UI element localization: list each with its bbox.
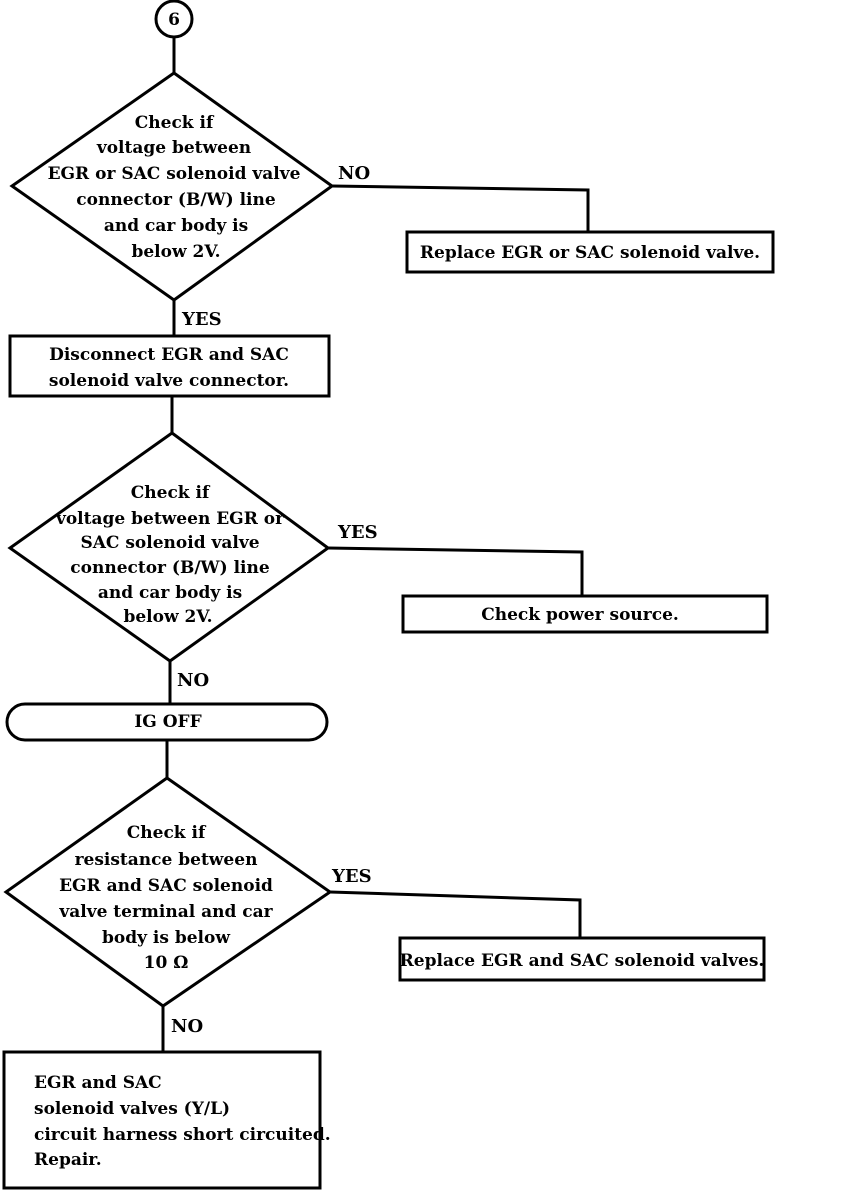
decision-3-line: body is below bbox=[102, 928, 230, 948]
action-check-power-source: Check power source. bbox=[401, 594, 769, 634]
decision-1-line: below 2V. bbox=[131, 242, 220, 262]
action-repair-line: circuit harness short circuited. bbox=[34, 1125, 331, 1145]
decision-3-line: valve terminal and car bbox=[58, 902, 273, 922]
start-node: 6 bbox=[154, 0, 194, 39]
step-ig-off: IG OFF bbox=[5, 702, 329, 742]
step-ig-off-text: IG OFF bbox=[134, 712, 201, 732]
decision-1-line: Check if bbox=[135, 113, 215, 133]
action-disconnect-line: Disconnect EGR and SAC bbox=[49, 345, 289, 365]
decision-1-line: voltage between bbox=[96, 138, 251, 158]
action-disconnect: Disconnect EGR and SAC solenoid valve co… bbox=[8, 334, 331, 398]
decision-3-line: 10 Ω bbox=[144, 953, 189, 973]
decision-2-line: voltage between EGR or bbox=[55, 509, 285, 529]
connector-decision3-yes bbox=[329, 890, 582, 938]
action-repair-line: EGR and SAC bbox=[34, 1073, 162, 1093]
decision-3: Check if resistance between EGR and SAC … bbox=[3, 776, 333, 1008]
action-repair-line: solenoid valves (Y/L) bbox=[34, 1099, 230, 1119]
decision-2-line: connector (B/W) line bbox=[70, 558, 270, 578]
decision-3-yes-label: YES bbox=[331, 866, 372, 887]
action-replace-egr-and-sac-text: Replace EGR and SAC solenoid valves. bbox=[400, 951, 765, 971]
connector-decision1-no bbox=[331, 184, 590, 232]
decision-3-line: resistance between bbox=[75, 850, 258, 870]
action-repair-line: Repair. bbox=[34, 1150, 102, 1170]
decision-1-line: EGR or SAC solenoid valve bbox=[48, 164, 301, 184]
decision-1-no-label: NO bbox=[338, 163, 370, 184]
action-check-power-source-text: Check power source. bbox=[481, 605, 679, 625]
decision-2-line: below 2V. bbox=[123, 607, 212, 627]
decision-2-line: Check if bbox=[131, 483, 211, 503]
connector-decision2-yes bbox=[327, 546, 584, 596]
action-replace-egr-or-sac-text: Replace EGR or SAC solenoid valve. bbox=[420, 243, 760, 263]
decision-2-line: SAC solenoid valve bbox=[80, 533, 259, 553]
start-node-label: 6 bbox=[168, 10, 180, 30]
decision-3-line: Check if bbox=[127, 823, 207, 843]
decision-1-line: and car body is bbox=[104, 216, 248, 236]
action-replace-egr-and-sac: Replace EGR and SAC solenoid valves. bbox=[398, 936, 766, 982]
decision-3-line: EGR and SAC solenoid bbox=[59, 876, 273, 896]
decision-2-no-label: NO bbox=[177, 670, 209, 691]
decision-2-yes-label: YES bbox=[337, 522, 378, 543]
decision-3-no-label: NO bbox=[171, 1016, 203, 1037]
decision-1-yes-label: YES bbox=[181, 309, 222, 330]
decision-2: Check if voltage between EGR or SAC sole… bbox=[7, 431, 331, 663]
action-repair: EGR and SAC solenoid valves (Y/L) circui… bbox=[2, 1050, 331, 1190]
decision-2-line: and car body is bbox=[98, 583, 242, 603]
decision-1: Check if voltage between EGR or SAC sole… bbox=[9, 71, 335, 302]
action-disconnect-line: solenoid valve connector. bbox=[49, 371, 289, 391]
action-replace-egr-or-sac: Replace EGR or SAC solenoid valve. bbox=[405, 230, 775, 274]
decision-1-line: connector (B/W) line bbox=[76, 190, 276, 210]
